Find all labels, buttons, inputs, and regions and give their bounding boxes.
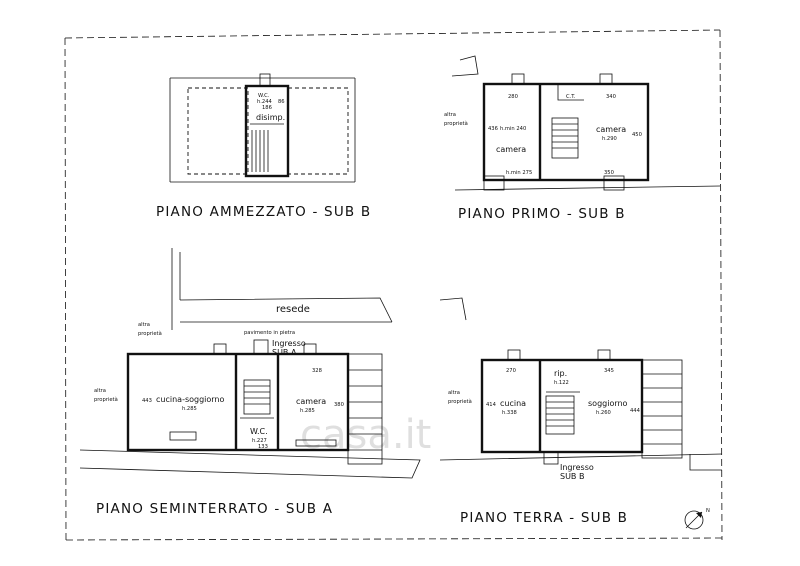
terra-soggiorno-label: soggiorno [588,399,628,408]
seminterrato-cucina-label: cucina-soggiorno [156,395,225,404]
primo-camera-right-height: h.290 [602,136,617,142]
seminterrato-resede: resede [276,304,310,315]
primo-camera-left: camera [496,145,526,154]
seminterrato-note: pavimento in pietra [244,330,295,336]
ammezzato-disimp-label: disimp. [256,113,285,122]
seminterrato-wc-label: W.C. [250,427,268,436]
ammezzato-title: PIANO AMMEZZATO - SUB B [156,204,371,220]
primo-dim-hmin275: h.min 275 [506,170,532,176]
seminterrato-camera-label: camera [296,397,326,406]
seminterrato-cucina-height: h.285 [182,406,197,412]
primo-title: PIANO PRIMO - SUB B [458,206,626,222]
seminterrato-dim-133: 133 [258,444,268,450]
terra-rip-label: rip. [554,369,567,378]
terra-dim-414: 414 [486,402,497,408]
plan-ammezzato: W.C. h.244 86 186 disimp. PIANO AMMEZZAT… [156,73,371,220]
seminterrato-dim-328: 328 [312,368,322,374]
terra-cucina-height: h.338 [502,410,517,416]
primo-ct-label: C.T. [566,94,576,100]
primo-dim-280: 280 [508,94,518,100]
primo-dim-340: 340 [606,94,616,100]
seminterrato-dim-443: 443 [142,398,152,404]
terra-title: PIANO TERRA - SUB B [460,510,628,526]
terra-dim-270: 270 [506,368,516,374]
seminterrato-dim-380: 380 [334,402,344,408]
ammezzato-wc-label: W.C. [258,93,270,99]
primo-dim-hmin240: h.min 240 [500,126,526,132]
sheet-frame [64,29,723,541]
seminterrato-title: PIANO SEMINTERRATO - SUB A [96,501,333,517]
compass-label: N [706,508,710,514]
primo-camera-right: camera [596,125,626,134]
primo-dim-450: 450 [632,132,642,138]
ammezzato-dim-2: 186 [262,105,272,111]
terra-dim-444: 444 [630,408,641,414]
primo-dim-436: 436 [488,126,498,132]
seminterrato-wc-height: h.227 [252,438,267,444]
primo-dim-350: 350 [604,170,614,176]
terra-soggiorno-height: h.260 [596,410,611,416]
terra-cucina-label: cucina [500,399,526,408]
seminterrato-camera-height: h.285 [300,408,315,414]
terra-dim-345: 345 [604,368,614,374]
compass-icon: N [684,508,710,530]
ammezzato-wc-height: h.244 [257,99,273,105]
ammezzato-dim-1: 86 [278,99,285,105]
terra-rip-height: h.122 [554,380,569,386]
